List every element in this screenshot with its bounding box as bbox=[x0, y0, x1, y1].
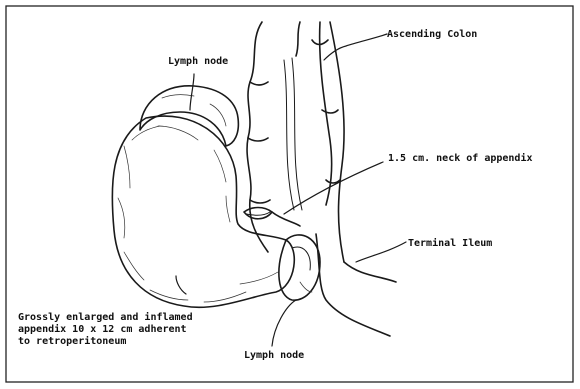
label-neck: 1.5 cm. neck of appendix bbox=[388, 152, 533, 164]
label-lymph-node-top: Lymph node bbox=[168, 56, 228, 67]
leader-appendix bbox=[176, 276, 186, 294]
leader-neck bbox=[284, 162, 383, 214]
ascending-colon bbox=[247, 22, 344, 262]
leader-lymph-node-top bbox=[190, 74, 194, 110]
label-appendix-line2: appendix 10 x 12 cm adherent bbox=[18, 323, 187, 335]
terminal-ileum bbox=[316, 234, 396, 336]
enlarged-appendix bbox=[112, 116, 294, 307]
leader-lymph-node-bottom bbox=[272, 300, 296, 346]
label-appendix-line1: Grossly enlarged and inflamed bbox=[18, 311, 193, 323]
label-terminal-ileum: Terminal Ileum bbox=[408, 237, 492, 249]
lymph-node-bottom bbox=[279, 235, 320, 300]
label-appendix-line3: to retroperitoneum bbox=[18, 335, 126, 347]
label-ascending-colon: Ascending Colon bbox=[387, 28, 477, 40]
leader-terminal-ileum bbox=[356, 242, 406, 262]
label-lymph-node-bottom: Lymph node bbox=[244, 350, 304, 361]
